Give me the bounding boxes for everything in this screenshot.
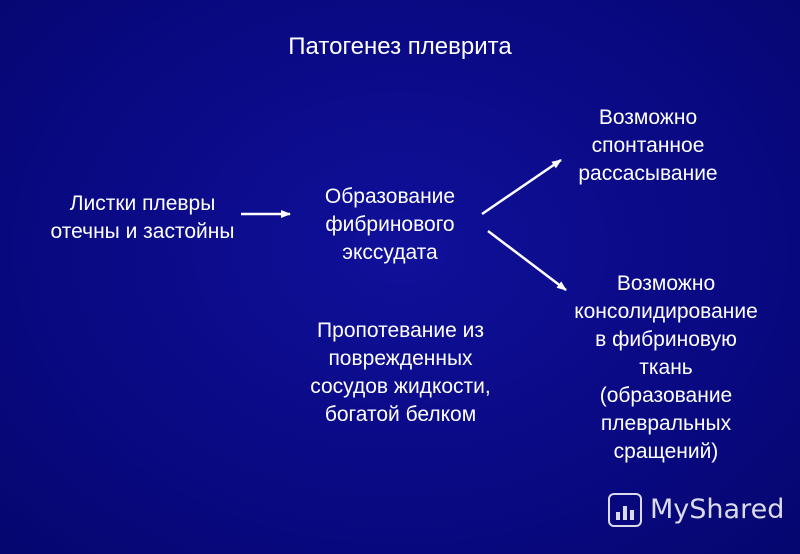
node-spontaneous-resorption: Возможно спонтанное рассасывание <box>578 106 718 185</box>
node-fibrin-exudate: Образование фибринового экссудата <box>324 185 456 264</box>
watermark: MyShared <box>608 490 784 530</box>
arrow-center-to-top-right <box>481 158 562 216</box>
watermark-text: MyShared <box>650 494 785 525</box>
presentation-board-icon <box>608 493 642 527</box>
node-consolidation: Возможно консолидирование в фибриновую т… <box>574 272 758 463</box>
arrow-center-to-bottom-right <box>487 230 567 291</box>
node-protein-fluid-note: Пропотевание из поврежденных сосудов жид… <box>310 319 491 426</box>
slide-title: Патогенез плеврита <box>288 33 512 60</box>
node-pleura-edema: Листки плевры отечны и застойны <box>50 192 235 243</box>
